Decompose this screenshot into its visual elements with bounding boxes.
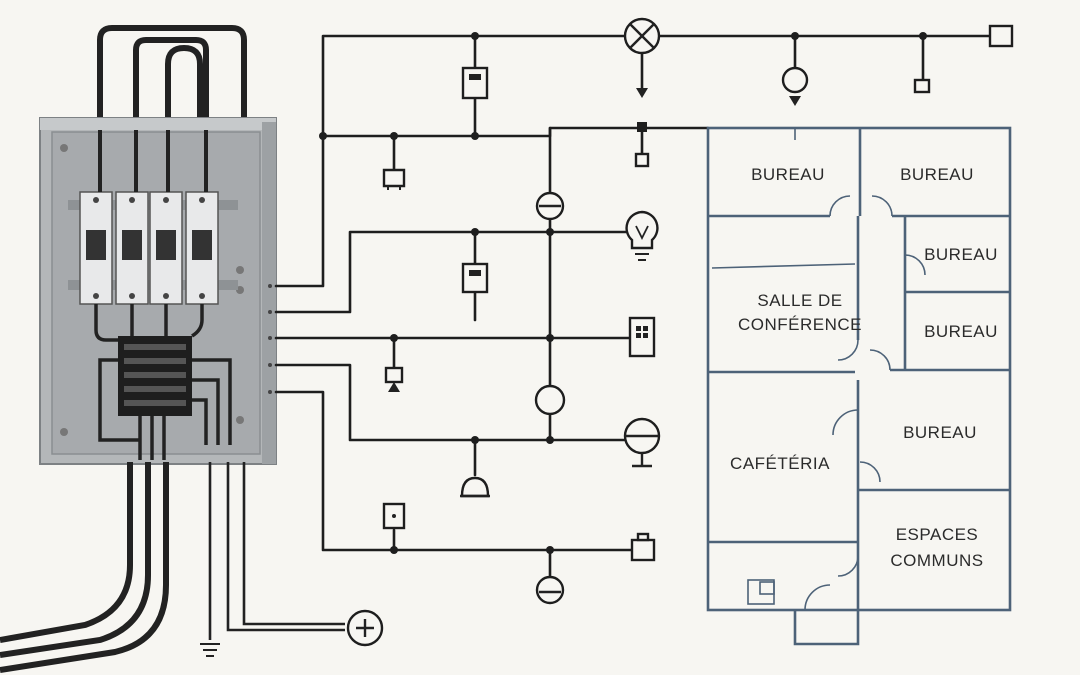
light-bulb-icon[interactable] xyxy=(623,417,661,468)
room-label-cafeteria: CAFÉTÉRIA xyxy=(730,454,830,473)
outlet-icon[interactable] xyxy=(634,152,650,168)
lamp-cross-icon[interactable] xyxy=(623,17,661,55)
switch-icon[interactable] xyxy=(384,366,404,392)
terminal-block xyxy=(118,336,192,416)
bell-icon[interactable] xyxy=(460,476,490,498)
symbols xyxy=(382,17,1014,605)
wiring xyxy=(274,32,1002,584)
room-label-bureau-1: BUREAU xyxy=(751,165,825,184)
room-label-bureau-5: BUREAU xyxy=(903,423,977,442)
room-label-salle-line-2: CONFÉRENCE xyxy=(738,315,862,334)
circuit-breaker-icon[interactable] xyxy=(79,191,113,305)
switch-icon[interactable] xyxy=(535,575,565,605)
outlet-icon[interactable] xyxy=(913,78,931,94)
meter-icon[interactable] xyxy=(346,609,384,647)
ground-icon xyxy=(200,643,220,657)
meter-icon[interactable] xyxy=(461,262,489,294)
circuit-breaker-icon[interactable] xyxy=(185,191,219,305)
circuit-breaker-icon[interactable] xyxy=(149,191,183,305)
floor-plan: BUREAU BUREAU BUREAU SALLE DE CONFÉRENCE… xyxy=(706,126,1012,646)
circuit-breakers xyxy=(79,191,219,305)
meter-icon[interactable] xyxy=(461,66,489,100)
room-label-bureau-4: BUREAU xyxy=(924,322,998,341)
circuit-breaker-icon[interactable] xyxy=(115,191,149,305)
incoming-cables xyxy=(97,25,247,118)
outlet-icon[interactable] xyxy=(382,502,406,530)
outlet-icon[interactable] xyxy=(628,316,656,358)
switch-icon[interactable] xyxy=(534,384,566,416)
room-label-espaces-line-2: COMMUNS xyxy=(890,551,983,570)
light-bulb-icon[interactable] xyxy=(625,210,659,261)
electrical-panel xyxy=(39,25,277,465)
outgoing-cables xyxy=(0,462,169,673)
outlet-icon[interactable] xyxy=(382,168,406,190)
switch-icon[interactable] xyxy=(781,66,809,106)
room-label-bureau-3: BUREAU xyxy=(924,245,998,264)
outlet-icon[interactable] xyxy=(988,24,1014,48)
room-label-salle-line-1: SALLE DE xyxy=(757,291,842,310)
outlet-icon[interactable] xyxy=(630,532,656,562)
room-label-bureau-2: BUREAU xyxy=(900,165,974,184)
switch-icon[interactable] xyxy=(535,191,565,221)
room-label-espaces-line-1: ESPACES xyxy=(896,525,979,544)
